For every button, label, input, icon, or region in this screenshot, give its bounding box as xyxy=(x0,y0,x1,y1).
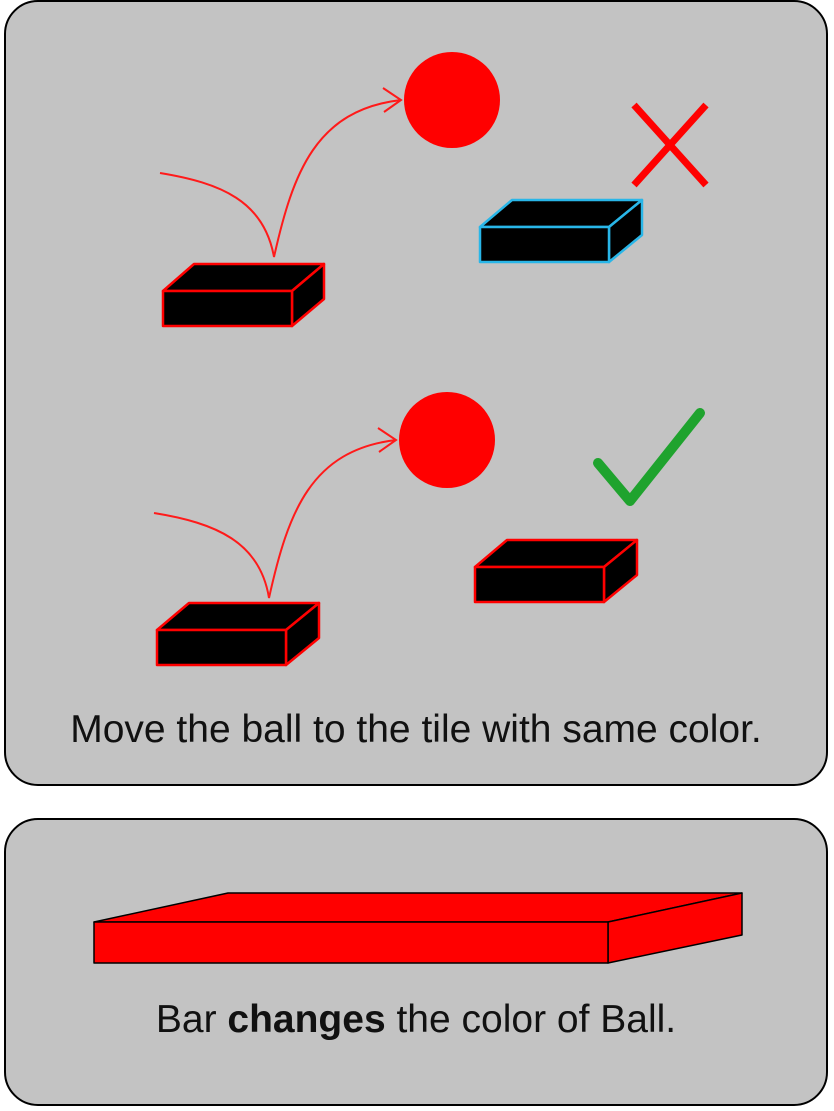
bar-rule-text-start: Bar xyxy=(155,998,228,1041)
ball-red-2 xyxy=(399,392,495,488)
check-mark-icon xyxy=(593,408,705,506)
ball-red xyxy=(404,52,500,148)
rule-panel-color-bar: Bar changes the color of Ball. xyxy=(4,818,828,1106)
rule-illustration xyxy=(153,52,709,667)
bar-illustration xyxy=(93,892,743,964)
source-tile-red xyxy=(161,262,326,328)
bar-rule-text: Bar changes the color of Ball. xyxy=(6,998,826,1042)
example-wrong xyxy=(159,52,709,328)
trajectory-arrow xyxy=(159,87,403,258)
color-bar-red xyxy=(93,892,743,964)
bar-rule-text-end: the color of Ball. xyxy=(385,998,677,1041)
example-correct xyxy=(153,392,705,667)
trajectory-arrow-2 xyxy=(153,427,398,599)
target-tile-blue-outline xyxy=(478,198,644,264)
cross-mark-icon xyxy=(631,102,709,188)
rule-panel-move-ball: Move the ball to the tile with same colo… xyxy=(4,0,828,786)
rule-instruction-text: Move the ball to the tile with same colo… xyxy=(70,708,762,751)
target-tile-red-outline xyxy=(473,538,639,604)
source-tile-red-2 xyxy=(155,601,321,667)
bar-rule-text-bold: changes xyxy=(227,998,386,1041)
